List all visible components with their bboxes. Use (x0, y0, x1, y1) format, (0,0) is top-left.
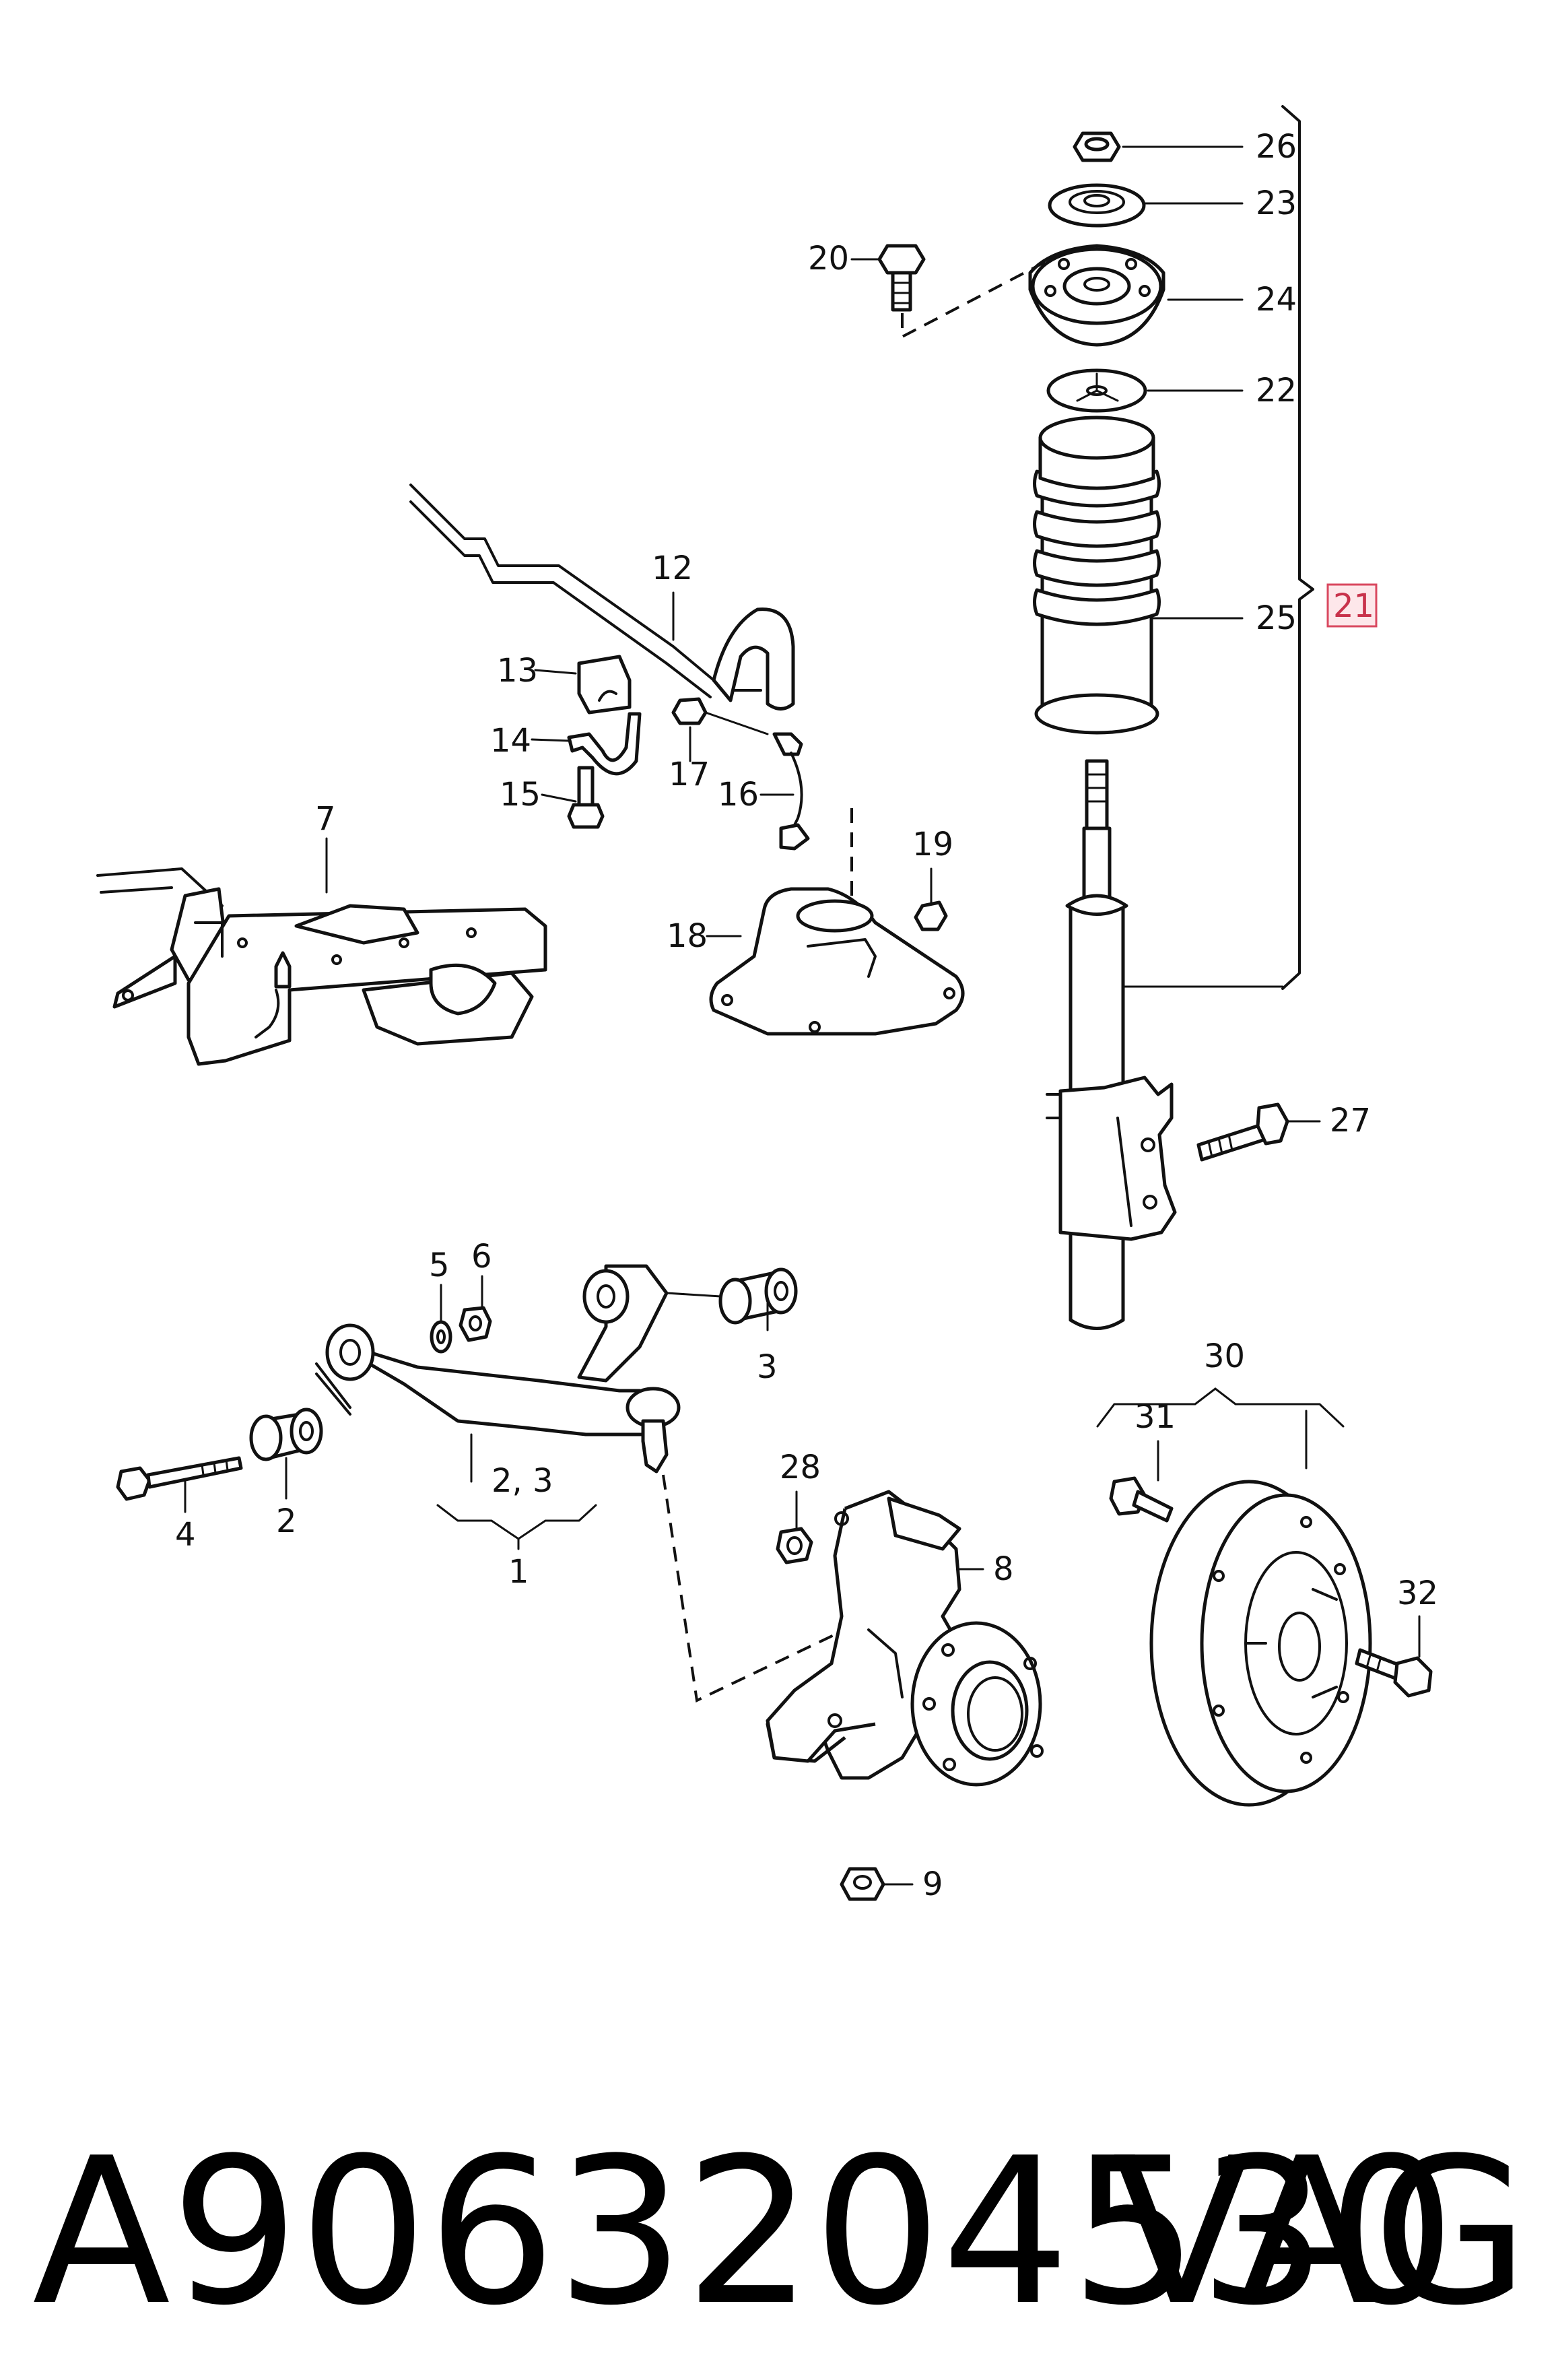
callout-28: 28 (780, 1449, 821, 1486)
callout-24: 24 (1256, 281, 1297, 319)
callout-5: 5 (429, 1247, 450, 1284)
part-9-nut (840, 1867, 885, 1901)
callout-26: 26 (1256, 128, 1297, 166)
brand-caption: VAG (1112, 2115, 1529, 2350)
callout-21-highlight[interactable]: 21 (1326, 583, 1378, 628)
callout-15: 15 (500, 776, 541, 814)
callout-20: 20 (808, 240, 849, 277)
shock-piston-rod (1082, 759, 1112, 904)
callout-30: 30 (1204, 1337, 1245, 1375)
part-25-dust-boot (1033, 416, 1161, 735)
part-number-caption: A9063204530 (32, 2115, 1456, 2350)
callout-23: 23 (1256, 185, 1297, 222)
callout-19: 19 (912, 826, 953, 863)
part-21-shock-absorber-body (1046, 894, 1177, 1330)
part-6-nut (459, 1306, 492, 1342)
leader-lines (184, 145, 1421, 1886)
callout-21: 21 (1333, 587, 1374, 625)
part-12-stabilizer-bar (409, 484, 795, 710)
callout-12: 12 (652, 550, 693, 587)
part-30-brake-disc (1149, 1480, 1372, 1807)
callout-1: 1 (508, 1553, 529, 1591)
part-27-bolt (1196, 1102, 1289, 1162)
callout-17: 17 (669, 756, 710, 793)
callout-4: 4 (175, 1516, 196, 1554)
part-18-spring-seat (709, 887, 965, 1036)
part-4-bolt (116, 1456, 243, 1501)
part-15-bolt (567, 766, 605, 829)
callout-31: 31 (1135, 1398, 1176, 1436)
callout-2-3: 2, 3 (492, 1462, 553, 1500)
part-19-nut (914, 900, 948, 931)
part-13-bushing (577, 655, 632, 715)
callout-9: 9 (922, 1865, 943, 1903)
part-24-strut-mount (1028, 244, 1165, 347)
part-32-bolt (1355, 1648, 1433, 1698)
callout-32: 32 (1397, 1575, 1438, 1612)
callout-3: 3 (757, 1348, 778, 1386)
part-26-nut (1073, 131, 1121, 162)
part-22-spring-plate (1046, 368, 1147, 413)
callout-14: 14 (490, 722, 531, 760)
strut-assembly (1028, 105, 1314, 1330)
part-31-bolt (1109, 1476, 1174, 1523)
part-5-washer (430, 1320, 452, 1354)
callout-18: 18 (667, 917, 708, 955)
part-7-subframe (96, 867, 547, 1066)
part-2-bushing (249, 1408, 323, 1461)
part-23-bearing (1048, 183, 1146, 228)
part-8-steering-knuckle (766, 1490, 1044, 1787)
callout-22: 22 (1256, 372, 1297, 409)
callout-7: 7 (315, 800, 336, 838)
part-1-control-arm (315, 1264, 846, 1703)
part-3-bushing (665, 1267, 798, 1325)
part-17-nut (671, 697, 769, 735)
part-20-bolt (877, 244, 1051, 339)
assembly-21-bracket (1281, 105, 1314, 990)
callout-8: 8 (993, 1550, 1014, 1588)
callout-16: 16 (718, 776, 759, 814)
part-14-clamp (567, 712, 642, 776)
part-16-coupling-rod (772, 732, 853, 943)
callout-27: 27 (1330, 1102, 1371, 1139)
callout-25: 25 (1256, 599, 1297, 637)
callout-13: 13 (497, 652, 538, 690)
callout-2: 2 (276, 1502, 297, 1540)
callout-6: 6 (471, 1238, 492, 1276)
part-28-nut (776, 1527, 813, 1564)
